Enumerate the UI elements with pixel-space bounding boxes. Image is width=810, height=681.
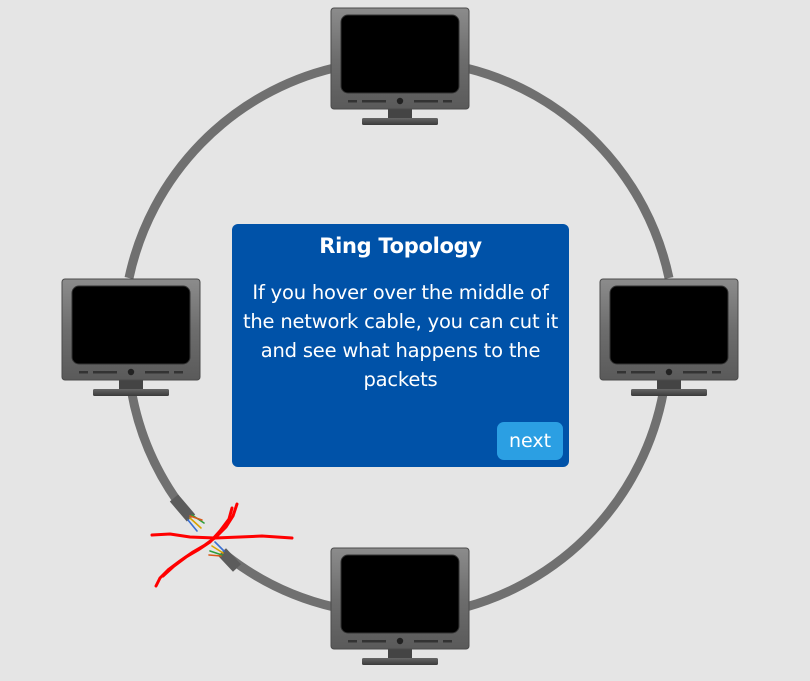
cut-marker-icon bbox=[150, 502, 294, 588]
computer-top-monitor-icon bbox=[330, 7, 470, 126]
cable-left-bottom-upper-piece bbox=[125, 381, 182, 505]
cable-right-bottom[interactable] bbox=[464, 381, 670, 612]
cable-top-right[interactable] bbox=[464, 63, 674, 279]
cable-top-left[interactable] bbox=[124, 63, 336, 279]
computer-left-monitor-icon bbox=[61, 278, 201, 397]
computer-right-monitor-icon bbox=[599, 278, 739, 397]
panel-message: If you hover over the middle of the netw… bbox=[242, 281, 559, 391]
panel-title: Ring Topology bbox=[319, 234, 482, 258]
exposed-wires-icon bbox=[187, 514, 225, 557]
info-panel: Ring Topology If you hover over the midd… bbox=[232, 224, 569, 467]
next-button[interactable]: next bbox=[497, 422, 563, 460]
cable-left-bottom-lower-piece bbox=[224, 552, 336, 612]
computer-bottom-monitor-icon bbox=[330, 547, 470, 666]
